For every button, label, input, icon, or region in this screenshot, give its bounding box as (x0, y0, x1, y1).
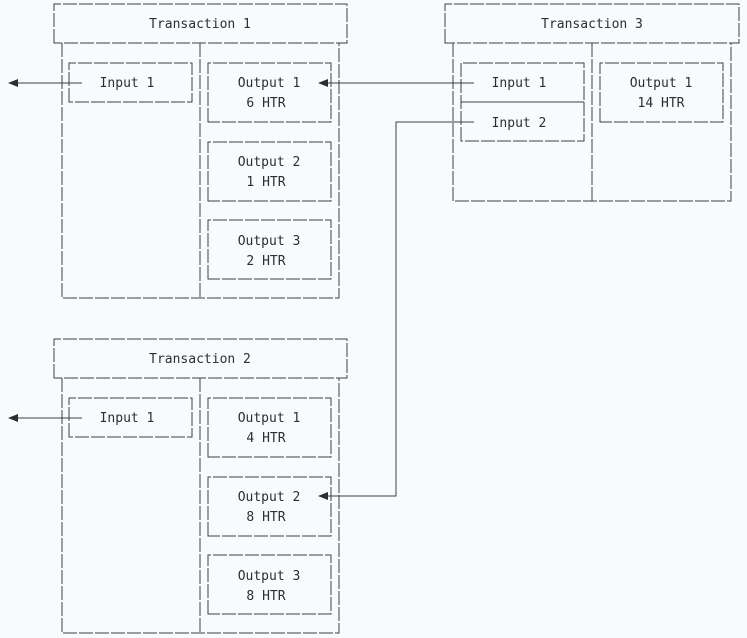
transaction-2-output-3-amount: 8 HTR (246, 589, 285, 604)
transaction-1-output-2-amount: 1 HTR (246, 175, 285, 190)
transaction-1-input-1: Input 1 (68, 62, 193, 103)
transaction-2-output-2: Output 2 8 HTR (207, 476, 332, 537)
t3-input2-to-t2-output2-arrow (318, 121, 474, 500)
transaction-2-output-2-name: Output 2 (238, 490, 301, 505)
transaction-2-input-1-label: Input 1 (100, 411, 155, 426)
transaction-2-output-1-name: Output 1 (238, 411, 301, 426)
transaction-2-output-3: Output 3 8 HTR (207, 554, 332, 615)
transaction-3-output-1-name: Output 1 (630, 76, 693, 91)
transaction-2-body (61, 378, 340, 634)
transaction-1-output-1-amount: 6 HTR (246, 96, 285, 111)
transaction-3-header (444, 3, 740, 44)
transaction-2-title: Transaction 2 (149, 352, 251, 367)
transaction-2-output-1: Output 1 4 HTR (207, 397, 332, 458)
transaction-2-input-1: Input 1 (68, 397, 193, 438)
transaction-3-output-1-amount: 14 HTR (638, 96, 685, 111)
transaction-3-input-2-label: Input 2 (492, 116, 547, 131)
transaction-1-output-2: Output 2 1 HTR (207, 141, 332, 202)
transaction-2-output-2-amount: 8 HTR (246, 510, 285, 525)
transaction-1-output-3-amount: 2 HTR (246, 254, 285, 269)
transaction-1-output-1-name: Output 1 (238, 76, 301, 91)
transaction-1: Transaction 1 Input 1 Output 1 6 HTR Out… (53, 3, 348, 299)
transaction-1-output-2-name: Output 2 (238, 155, 301, 170)
transaction-1-input-1-label: Input 1 (100, 76, 155, 91)
transaction-1-body (61, 43, 340, 299)
transaction-1-output-1: Output 1 6 HTR (207, 62, 332, 123)
transaction-3-output-1: Output 1 14 HTR (599, 62, 724, 123)
transaction-3: Transaction 3 Input 1 Input 2 Output 1 1… (444, 3, 740, 202)
transaction-1-output-3-name: Output 3 (238, 234, 301, 249)
transaction-2-output-1-amount: 4 HTR (246, 431, 285, 446)
transaction-2-output-3-name: Output 3 (238, 569, 301, 584)
transaction-2-header (53, 338, 348, 379)
transaction-1-title: Transaction 1 (149, 17, 251, 32)
transaction-1-output-3: Output 3 2 HTR (207, 219, 332, 280)
transaction-1-header (53, 3, 348, 44)
transaction-3-input-1-label: Input 1 (492, 76, 547, 91)
transaction-3-title: Transaction 3 (541, 17, 643, 32)
transaction-3-inputs: Input 1 Input 2 (460, 62, 585, 142)
transaction-2: Transaction 2 Input 1 Output 1 4 HTR Out… (53, 338, 348, 634)
